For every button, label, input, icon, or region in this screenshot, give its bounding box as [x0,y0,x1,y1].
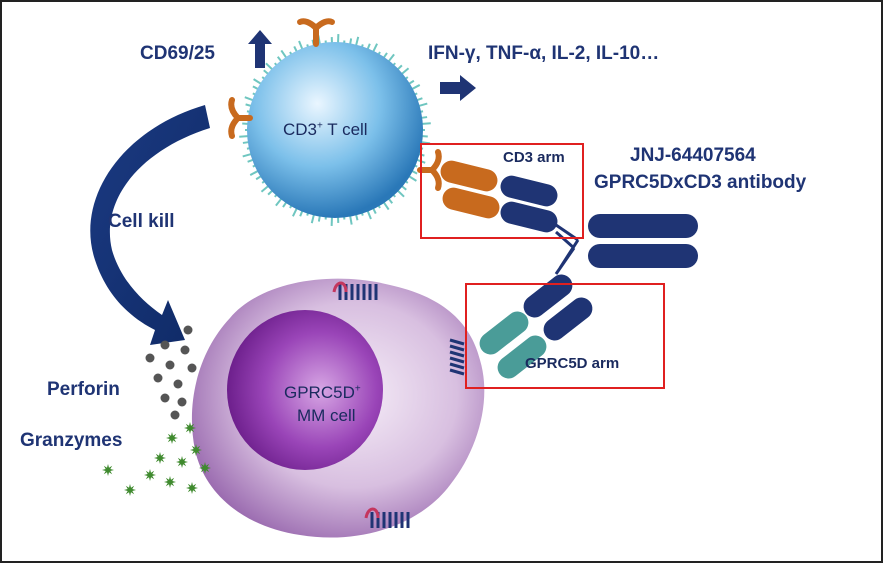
perforin-dot [187,363,197,373]
mm-cell-label-line1: GPRC5D+ [284,384,361,401]
cd3-receptor-right [417,149,442,191]
drug-name-label: JNJ-64407564 [630,145,756,166]
cytokines-label: IFN-γ, TNF-α, IL-2, IL-10… [428,43,660,64]
mm-cell-label-main: GPRC5D [284,383,355,402]
perforin-dot [153,373,163,383]
cd3-receptor-top [297,18,335,47]
perforin-dot [165,360,175,370]
granzyme-star [102,464,114,476]
perforin-dot [145,353,155,363]
granzyme-molecules [102,422,211,496]
tcell-body [247,42,423,218]
mm-cell-nucleus [227,310,383,470]
gprc5d-arm-highlight-box [465,283,665,389]
upregulation-arrow-icon [248,30,272,68]
perforin-dot [180,345,190,355]
cell-kill-arrow-icon [90,105,210,345]
cd3-arm-label: CD3 arm [503,149,565,166]
cd3-arm-highlight-box [420,143,584,239]
perforin-dot [183,325,193,335]
mm-cell-label-line2: MM cell [297,406,356,425]
granzyme-star [164,476,176,488]
granzyme-star [199,462,211,474]
cd3-receptor-left [228,97,253,139]
perforin-dot [173,379,183,389]
tcell-label-sup: + [317,120,323,132]
perforin-label: Perforin [47,379,120,400]
gprc5d-receptor-right [449,338,465,376]
cd69-label: CD69/25 [140,43,215,64]
granzyme-star [154,452,166,464]
granzyme-star [144,469,156,481]
drug-description-label: GPRC5DxCD3 antibody [594,172,807,193]
cell-kill-label: Cell kill [108,211,175,232]
perforin-dot [170,410,180,420]
cytokine-release-arrow-icon [440,75,476,101]
gprc5d-receptor-bottom [364,507,410,528]
perforin-dot [160,340,170,350]
tcell-label: CD3+ T cell [283,121,368,138]
granzymes-label: Granzymes [20,430,123,451]
gprc5d-receptor-top [332,281,378,300]
granzyme-star [186,482,198,494]
granzyme-star [176,456,188,468]
tcell-label-rest: T cell [322,120,368,139]
perforin-dot [160,393,170,403]
granzyme-star [184,422,196,434]
granzyme-star [190,444,202,456]
granzyme-star [124,484,136,496]
gprc5d-arm-label: GPRC5D arm [525,355,620,372]
perforin-molecules [145,325,197,420]
granzyme-star [166,432,178,444]
perforin-dot [177,397,187,407]
mm-cell-label-sup: + [354,383,361,395]
antibody-icon [440,160,698,379]
tcell-label-main: CD3 [283,120,318,139]
